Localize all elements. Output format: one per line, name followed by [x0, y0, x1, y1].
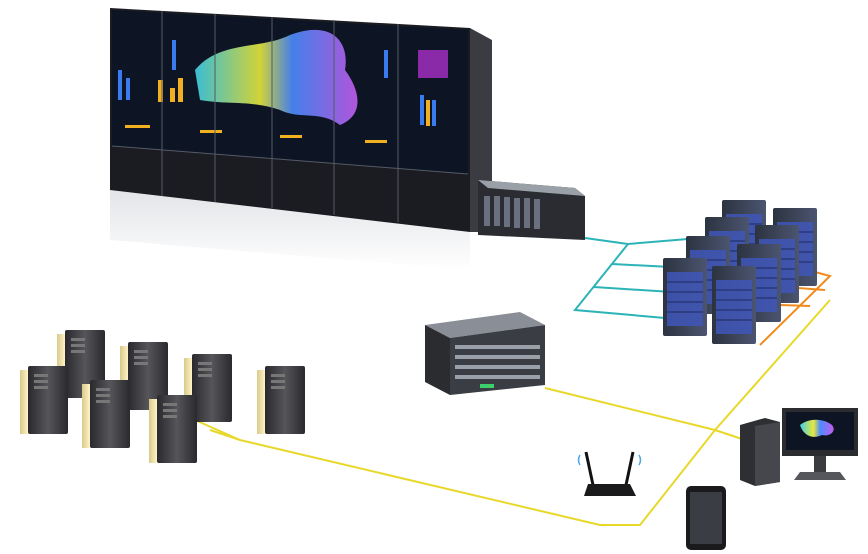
- tower-server-icon: [20, 366, 68, 434]
- router-icon: [577, 451, 642, 496]
- tower-server-icon: [149, 395, 197, 463]
- video-wall-icon: [110, 8, 492, 232]
- tower-server-icon: [82, 380, 130, 448]
- blade-chassis-icon: [425, 312, 545, 395]
- floor-reflection: [110, 190, 470, 270]
- orange-links: [759, 271, 832, 346]
- controller-icon: [478, 180, 585, 240]
- desktop-computer-icon: [740, 408, 858, 486]
- tower-server-icon: [257, 366, 305, 434]
- server-cluster-icon: [662, 199, 818, 345]
- tablet-icon: [686, 486, 726, 550]
- tower-server-group: [20, 330, 305, 463]
